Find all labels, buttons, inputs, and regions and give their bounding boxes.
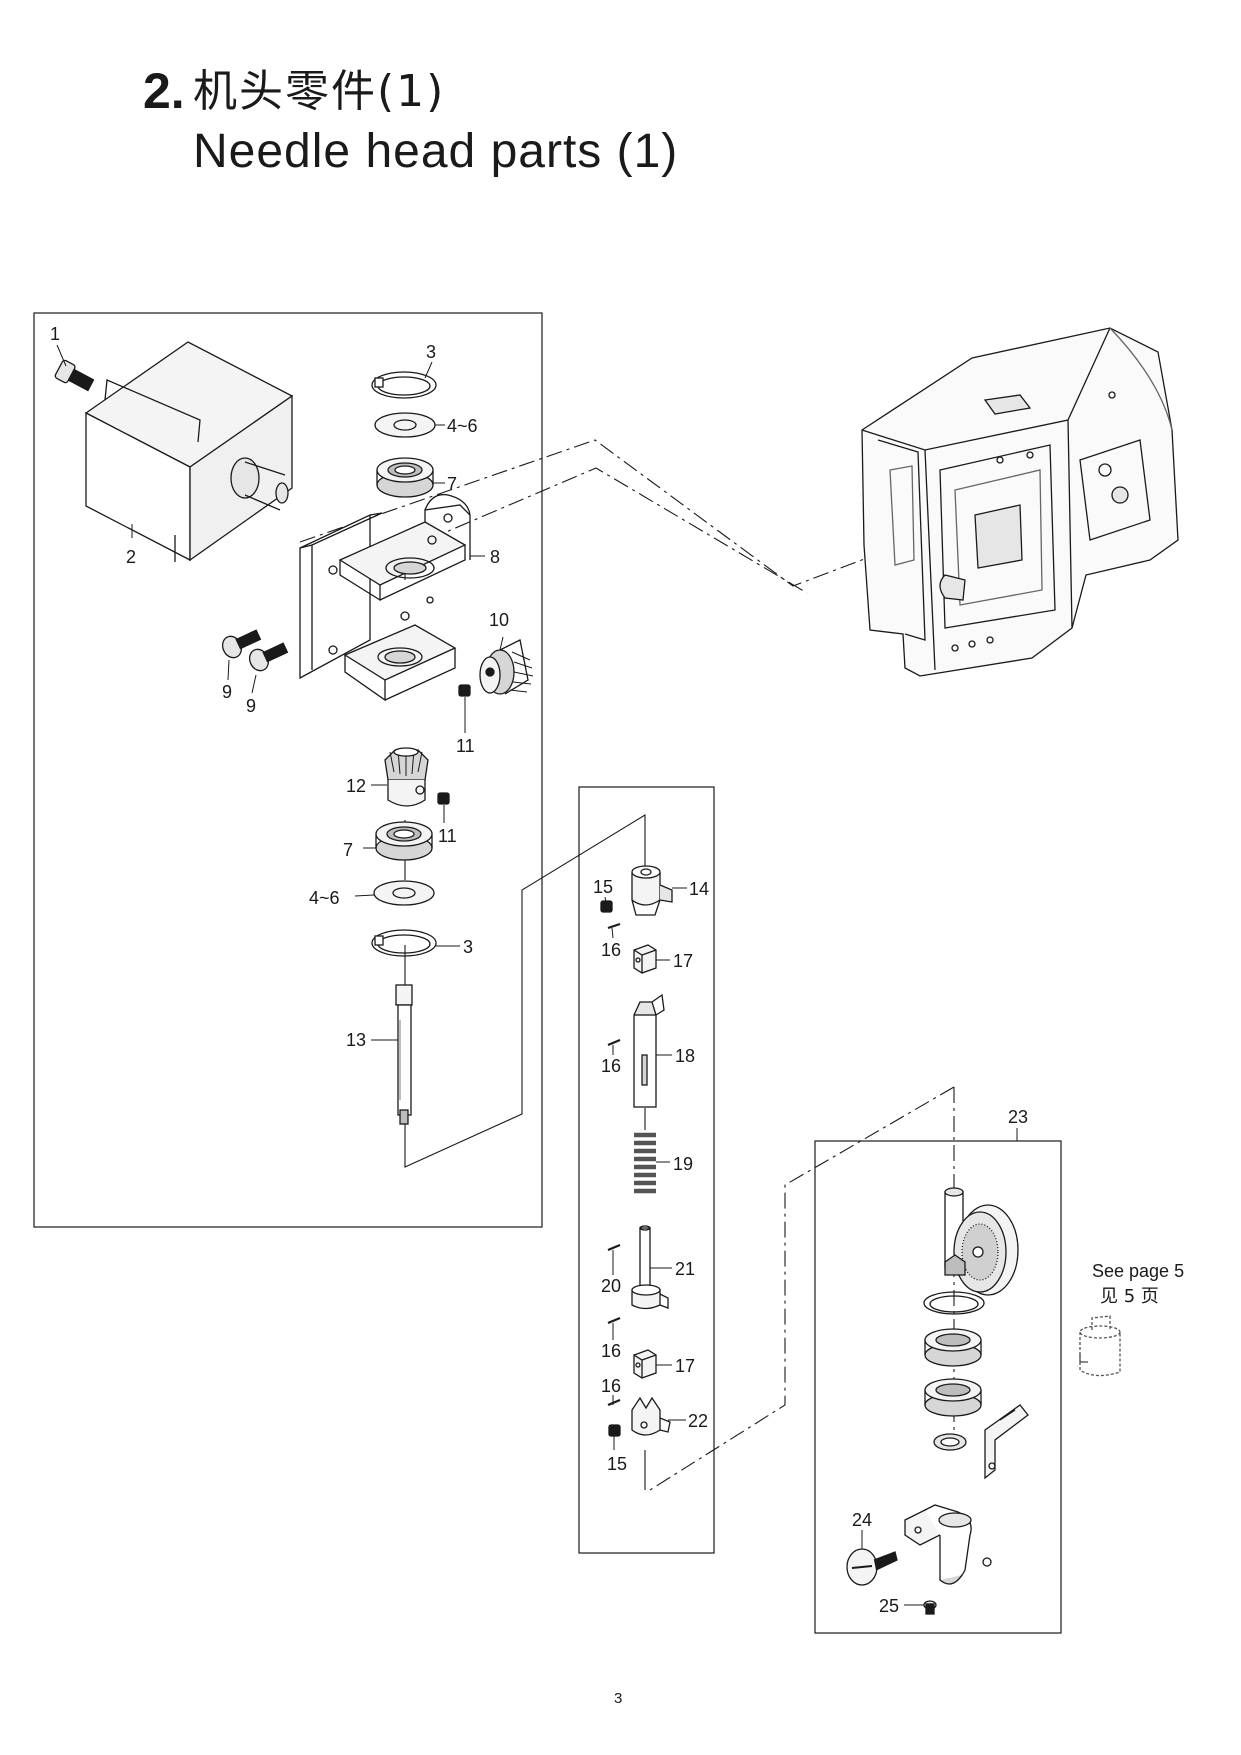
callout-7-top: 7 (447, 474, 457, 494)
callout-3-bottom: 3 (463, 937, 473, 957)
part-10-bevel-gear (479, 639, 534, 695)
callout-21: 21 (675, 1259, 695, 1279)
machine-head-casting (861, 327, 1179, 677)
callout-25: 25 (879, 1596, 899, 1616)
part-22-crank-lower (631, 1396, 671, 1436)
part-16-pin-4 (607, 1398, 621, 1407)
callout-13: 13 (346, 1030, 366, 1050)
part-20-pin (607, 1243, 621, 1252)
callout-11-lower: 11 (438, 826, 457, 846)
part-12-bevel-gear (384, 747, 429, 807)
part-9-screw-b (248, 642, 289, 672)
callout-15-upper: 15 (593, 877, 613, 897)
callout-23: 23 (1008, 1107, 1028, 1127)
callout-20: 20 (601, 1276, 621, 1296)
part-14-crank (631, 865, 673, 916)
leader-lines (56, 344, 1018, 1606)
part-9-screw-a (221, 629, 262, 659)
part-3-retaining-ring-bottom (371, 929, 437, 957)
part-25-small-screw (923, 1600, 937, 1615)
part-15-set-screw-lower (608, 1424, 621, 1437)
part-4-6-washer-top (374, 412, 436, 438)
part-17-slide-block-lower (633, 1349, 657, 1379)
part-8-motor-bracket (299, 493, 471, 702)
part-24-thumb-screw (846, 1548, 898, 1586)
callout-10: 10 (489, 610, 509, 630)
part-7-bearing-top (376, 457, 434, 498)
callout-11-upper: 11 (456, 736, 475, 756)
part-1-cap-screw (54, 359, 95, 392)
group-frame-handwheel (814, 1140, 1062, 1634)
callout-12: 12 (346, 776, 366, 796)
part-16-pin-3 (607, 1316, 621, 1325)
group-frame-needle-bar (578, 786, 715, 1554)
part-11-set-screw-upper (458, 684, 471, 697)
callout-1: 1 (50, 324, 60, 344)
callout-17-lower: 17 (675, 1356, 695, 1376)
callout-7-bottom: 7 (343, 840, 353, 860)
part-21-needle-bar (631, 1225, 669, 1310)
callout-16-2: 16 (601, 1056, 621, 1076)
see-page-note-en: See page 5 (1092, 1261, 1184, 1281)
part-2-stepping-motor (84, 341, 294, 562)
title-english: Needle head parts (1) (193, 125, 679, 178)
callout-15-lower: 15 (607, 1454, 627, 1474)
callout-8: 8 (490, 547, 500, 567)
part-15-set-screw-upper (600, 900, 613, 913)
callout-14: 14 (689, 879, 709, 899)
page-number: 3 (614, 1690, 623, 1707)
see-page-note-cn: 见 5 页 (1100, 1286, 1159, 1307)
callout-3-top: 3 (426, 342, 436, 362)
part-19-spring (634, 1132, 656, 1194)
part-13-main-shaft (395, 984, 413, 1125)
part-23-handwheel-assembly (904, 1187, 1029, 1585)
callout-4-6-bottom: 4~6 (309, 888, 340, 908)
callout-19: 19 (673, 1154, 693, 1174)
part-16-pin-1 (607, 922, 621, 930)
part-11-set-screw-lower (437, 792, 450, 805)
part-7-bearing-bottom (375, 821, 433, 861)
part-4-6-washer-bottom (373, 880, 435, 906)
part-3-retaining-ring-top (371, 371, 437, 399)
callout-16-3: 16 (601, 1341, 621, 1361)
callout-4-6-top: 4~6 (447, 416, 478, 436)
callout-22: 22 (688, 1411, 708, 1431)
title-chinese: 机头零件(1) (193, 66, 446, 117)
callout-2: 2 (126, 547, 136, 567)
section-number: 2. (143, 63, 185, 119)
callout-labels: 1 2 3 4~6 7 8 9 9 10 11 12 11 7 4~6 3 13… (50, 324, 1184, 1616)
reference-part-outline (1079, 1315, 1121, 1377)
callout-17-upper: 17 (673, 951, 693, 971)
callout-16-1: 16 (601, 940, 621, 960)
part-17-slide-block-upper (633, 944, 657, 974)
callout-16-4: 16 (601, 1376, 621, 1396)
group-frame-motor (33, 312, 543, 1228)
callout-24: 24 (852, 1510, 872, 1530)
callout-9-a: 9 (222, 682, 232, 702)
callout-9-b: 9 (246, 696, 256, 716)
part-18-needle-bar-holder (633, 993, 665, 1108)
callout-18: 18 (675, 1046, 695, 1066)
part-16-pin-2 (607, 1038, 621, 1047)
